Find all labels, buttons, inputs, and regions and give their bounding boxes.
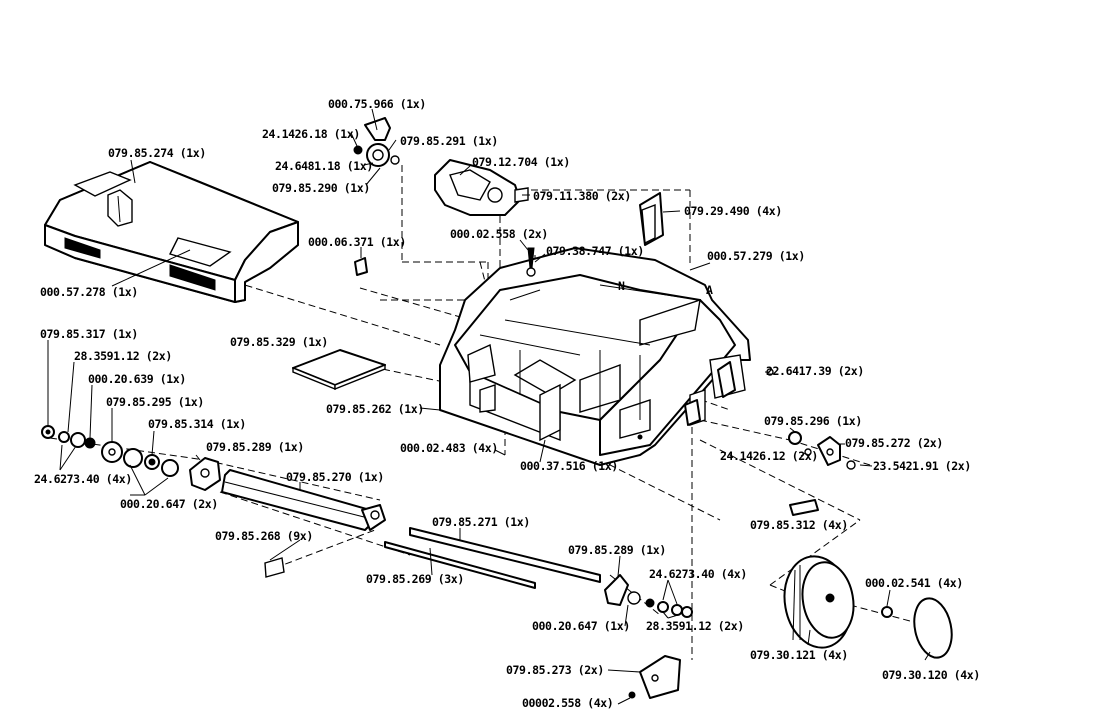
label-000-57-279: 000.57.279 (1x) [707,249,805,263]
label-079-85-291: 079.85.291 (1x) [400,134,498,148]
label-079-11-380: 079.11.380 (2x) [533,189,631,203]
label-079-29-490: 079.29.490 (4x) [684,204,782,218]
label-079-85-314: 079.85.314 (1x) [148,417,246,431]
label-079-85-272: 079.85.272 (2x) [845,436,943,450]
label-00002-558: 00002.558 (4x) [522,696,613,710]
label-000-20-639: 000.20.639 (1x) [88,372,186,386]
label-000-20-647-left: 000.20.647 (2x) [120,497,218,511]
label-079-85-290: 079.85.290 (1x) [272,181,370,195]
main-deck-part [439,247,751,466]
label-000-02-558-top: 000.02.558 (2x) [450,227,548,241]
label-079-85-268: 079.85.268 (9x) [215,529,313,543]
label-24-6481-18: 24.6481.18 (1x) [275,159,373,173]
label-000-20-647-right: 000.20.647 (1x) [532,619,630,633]
label-24-1426-18: 24.1426.18 (1x) [262,127,360,141]
label-000-57-278: 000.57.278 (1x) [40,285,138,299]
label-000-37-516: 000.37.516 (1x) [520,459,618,473]
label-000-02-541: 000.02.541 (4x) [865,576,963,590]
rod-parts [264,527,601,589]
handle-cover-part [44,161,299,303]
label-28-3591-12-left: 28.3591.12 (2x) [74,349,172,363]
label-079-30-120: 079.30.120 (4x) [882,668,980,682]
label-24-6273-40-left: 24.6273.40 (4x) [34,472,132,486]
label-079-30-121: 079.30.121 (4x) [750,648,848,662]
label-22-6417-39: 22.6417.39 (2x) [766,364,864,378]
label-079-85-289-right: 079.85.289 (1x) [568,543,666,557]
label-079-38-747: 079.38.747 (1x) [546,244,644,258]
label-079-85-273: 079.85.273 (2x) [506,663,604,677]
label-28-3591-12-right: 28.3591.12 (2x) [646,619,744,633]
drive-shaft-part [221,469,386,531]
label-079-85-317: 079.85.317 (1x) [40,327,138,341]
front-bracket-parts [604,574,693,699]
label-000-02-483: 000.02.483 (4x) [400,441,498,455]
plate-part [292,349,386,391]
label-079-85-289-left: 079.85.289 (1x) [206,440,304,454]
label-079-85-274: 079.85.274 (1x) [108,146,206,160]
label-24-6273-40-right: 24.6273.40 (4x) [649,567,747,581]
label-079-85-295: 079.85.295 (1x) [106,395,204,409]
label-079-85-262: 079.85.262 (1x) [326,402,424,416]
label-079-85-269: 079.85.269 (3x) [366,572,464,586]
right-side-parts [684,361,856,516]
label-079-85-270: 079.85.270 (1x) [286,470,384,484]
label-079-85-296: 079.85.296 (1x) [764,414,862,428]
mark-n: N [618,279,625,293]
label-079-85-271: 079.85.271 (1x) [432,515,530,529]
label-24-1426-12: 24.1426.12 (2x) [720,449,818,463]
leader-lines [47,108,931,705]
label-23-5421-91: 23.5421.91 (2x) [873,459,971,473]
motor-components [353,117,664,277]
label-079-12-704: 079.12.704 (1x) [472,155,570,169]
label-000-06-371: 000.06.371 (1x) [308,235,406,249]
wheel-part [783,555,953,659]
label-079-85-329: 079.85.329 (1x) [230,335,328,349]
label-079-85-312: 079.85.312 (4x) [750,518,848,532]
label-000-75-966: 000.75.966 (1x) [328,97,426,111]
mark-a: A [706,283,713,297]
left-side-parts [41,425,221,491]
